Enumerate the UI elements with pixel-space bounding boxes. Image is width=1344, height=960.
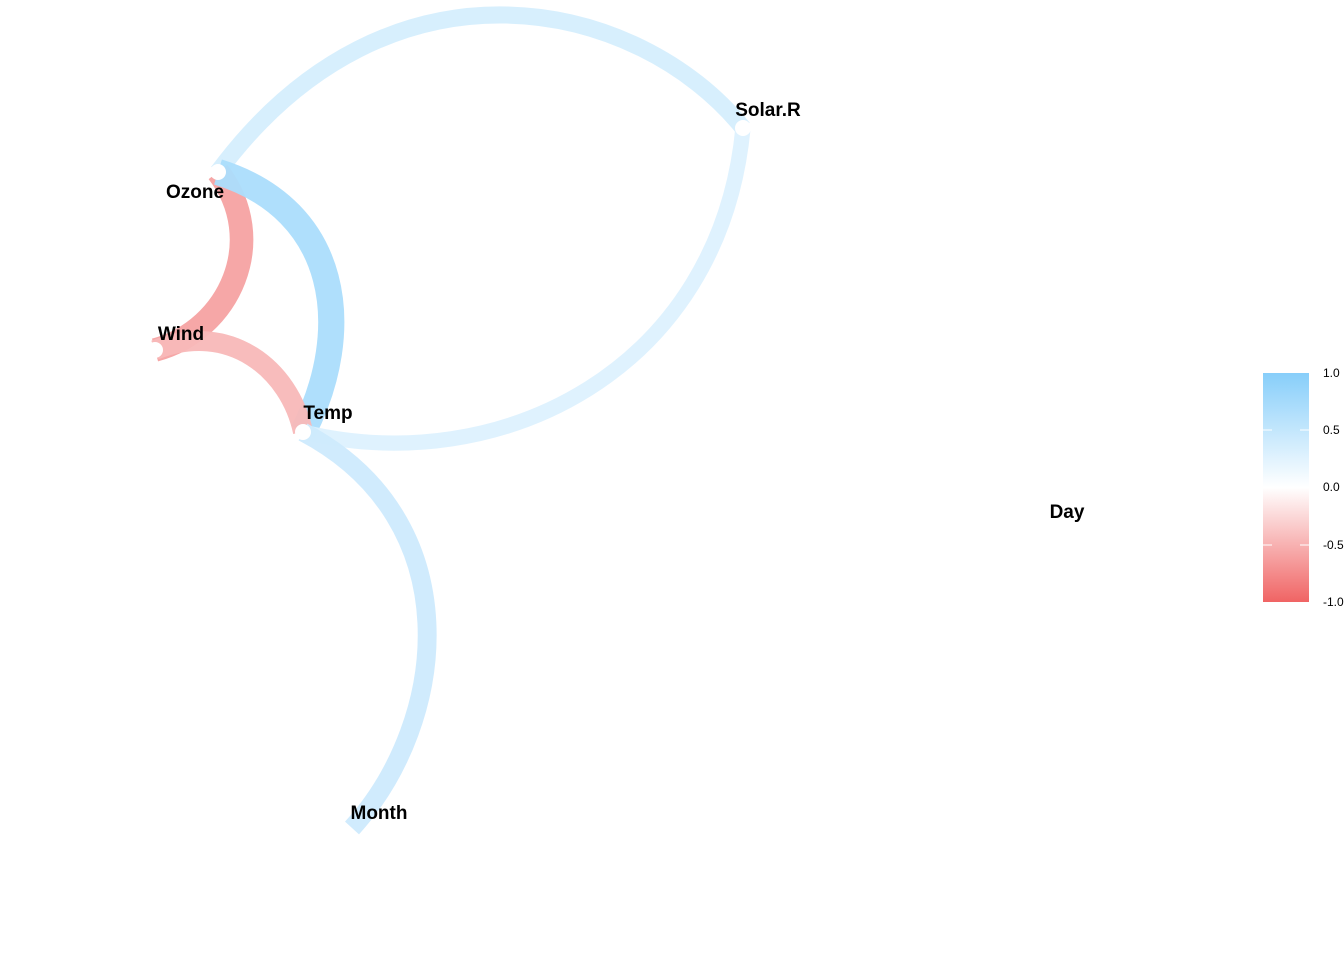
legend-tick-marks <box>1263 429 1309 546</box>
node-dot-wind <box>147 342 163 358</box>
legend-tick-label: -0.5 <box>1323 538 1344 552</box>
node-label-month: Month <box>351 803 408 824</box>
legend-tick-label: 0.0 <box>1323 480 1340 494</box>
node-dot-solar <box>735 120 751 136</box>
edges-layer <box>151 6 751 835</box>
edge-ozone-solar <box>211 6 750 178</box>
node-labels: Ozone Solar.R Wind Temp Month Day <box>158 100 1085 824</box>
edge-temp-month <box>298 423 437 835</box>
legend-tick-label: 0.5 <box>1323 423 1340 437</box>
node-markers <box>147 120 751 440</box>
edge-temp-solar <box>301 127 751 451</box>
node-label-temp: Temp <box>303 403 352 424</box>
node-label-ozone: Ozone <box>166 182 224 203</box>
node-label-wind: Wind <box>158 324 204 345</box>
node-dot-temp <box>295 424 311 440</box>
node-dot-ozone <box>210 164 226 180</box>
edge-ozone-temp <box>213 159 345 438</box>
node-label-day: Day <box>1050 502 1085 523</box>
edge-wind-temp <box>151 331 313 435</box>
node-label-solar: Solar.R <box>735 100 801 121</box>
legend-tick-label: 1.0 <box>1323 366 1340 380</box>
legend-tick-label: -1.0 <box>1323 595 1344 609</box>
color-legend: 1.0 0.5 0.0 -0.5 -1.0 <box>1263 366 1344 609</box>
